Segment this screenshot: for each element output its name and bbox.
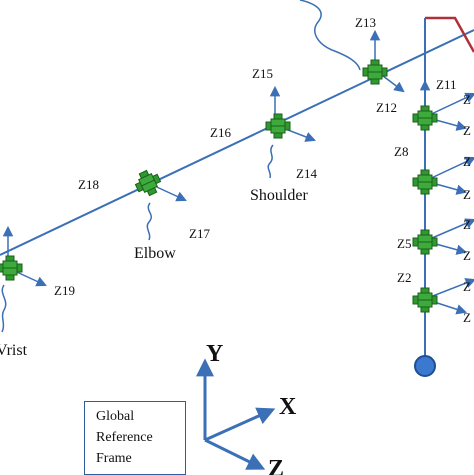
- torso-j1-upper-arrow: [424, 92, 474, 118]
- torso-j2-upper-arrow: [424, 156, 474, 182]
- callout-squiggle-top: [299, 0, 361, 71]
- legend-line1: Global: [96, 409, 135, 424]
- joint-z8: [412, 169, 438, 195]
- label-partial-5: Z: [463, 217, 471, 232]
- top-flag: [425, 16, 474, 53]
- arm-link: [0, 29, 474, 256]
- label-partial-8: Z: [463, 310, 471, 325]
- label-z17: Z17: [189, 226, 210, 241]
- global-frame-legend: Global Reference Frame: [84, 401, 186, 475]
- label-z11: Z11: [436, 77, 456, 92]
- label-z12: Z12: [376, 100, 397, 115]
- label-partial-7: Z: [463, 279, 471, 294]
- label-partial-1: Z: [463, 92, 471, 107]
- legend-line3: Frame: [96, 451, 132, 466]
- label-partial-4: Z: [463, 187, 471, 202]
- wrist-callout: [1, 284, 7, 333]
- shoulder-callout: [267, 144, 274, 179]
- label-z14: Z14: [296, 166, 317, 181]
- joint-z2: [412, 287, 438, 313]
- label-wrist: Vrist: [0, 342, 28, 359]
- label-z19: Z19: [54, 283, 75, 298]
- global-x-label: X: [279, 394, 297, 420]
- joint-elbow: [131, 166, 165, 200]
- elbow-callout: [146, 202, 153, 241]
- label-partial-3: Z: [463, 154, 471, 169]
- global-y-label: Y: [206, 341, 223, 367]
- label-partial-2: Z: [463, 123, 471, 138]
- label-partial-6: Z: [463, 248, 471, 263]
- label-z16: Z16: [210, 125, 231, 140]
- label-z5: Z5: [397, 236, 411, 251]
- label-shoulder: Shoulder: [250, 187, 308, 204]
- label-z2: Z2: [397, 270, 411, 285]
- label-z8: Z8: [394, 144, 408, 159]
- joint-z11: [412, 105, 438, 131]
- global-z-label: Z: [268, 456, 284, 475]
- label-elbow: Elbow: [134, 245, 176, 262]
- global-z-axis: [204, 438, 266, 470]
- global-x-axis: [204, 407, 276, 442]
- label-z13: Z13: [355, 15, 376, 30]
- joint-z5: [412, 229, 438, 255]
- label-z15: Z15: [252, 66, 273, 81]
- legend-line2: Reference: [96, 430, 153, 445]
- joint-shoulder: [265, 113, 291, 139]
- label-z18: Z18: [78, 177, 99, 192]
- base-circle: [414, 355, 436, 377]
- joint-wrist: [0, 255, 23, 281]
